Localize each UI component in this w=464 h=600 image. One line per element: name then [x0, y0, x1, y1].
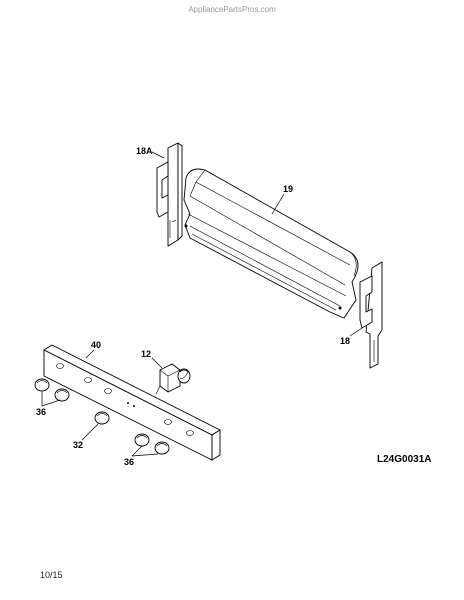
leader-32 [81, 423, 99, 441]
label-40: 40 [91, 340, 101, 350]
watermark: AppliancePartsPros.com [188, 5, 276, 14]
label-12: 12 [141, 349, 151, 359]
bracket-18 [359, 261, 383, 369]
leader-18 [349, 327, 363, 337]
leader-19 [271, 193, 285, 215]
back-panel-19 [183, 168, 359, 319]
knob-36-left-b [54, 388, 70, 402]
knob-36-right-b [154, 441, 170, 455]
label-36-left: 36 [36, 407, 46, 417]
page-code: 10/15 [40, 570, 63, 580]
label-19: 19 [283, 184, 293, 194]
label-36-right: 36 [124, 457, 134, 467]
leader-18a [151, 151, 165, 159]
leader-36-right [131, 445, 159, 457]
manifold-panel-40 [43, 344, 221, 461]
leader-12 [151, 357, 163, 369]
valve-12 [155, 363, 191, 395]
leader-40 [85, 349, 95, 359]
label-32: 32 [73, 440, 83, 450]
drawing-code: L24G0031A [377, 454, 431, 465]
label-18: 18 [340, 336, 350, 346]
label-18a: 18A [136, 146, 153, 156]
leader-36-left [41, 392, 61, 407]
knob-36-right-a [134, 433, 150, 447]
knob-36-left-a [34, 378, 50, 392]
knob-32 [94, 411, 110, 425]
bracket-18a [156, 142, 183, 247]
